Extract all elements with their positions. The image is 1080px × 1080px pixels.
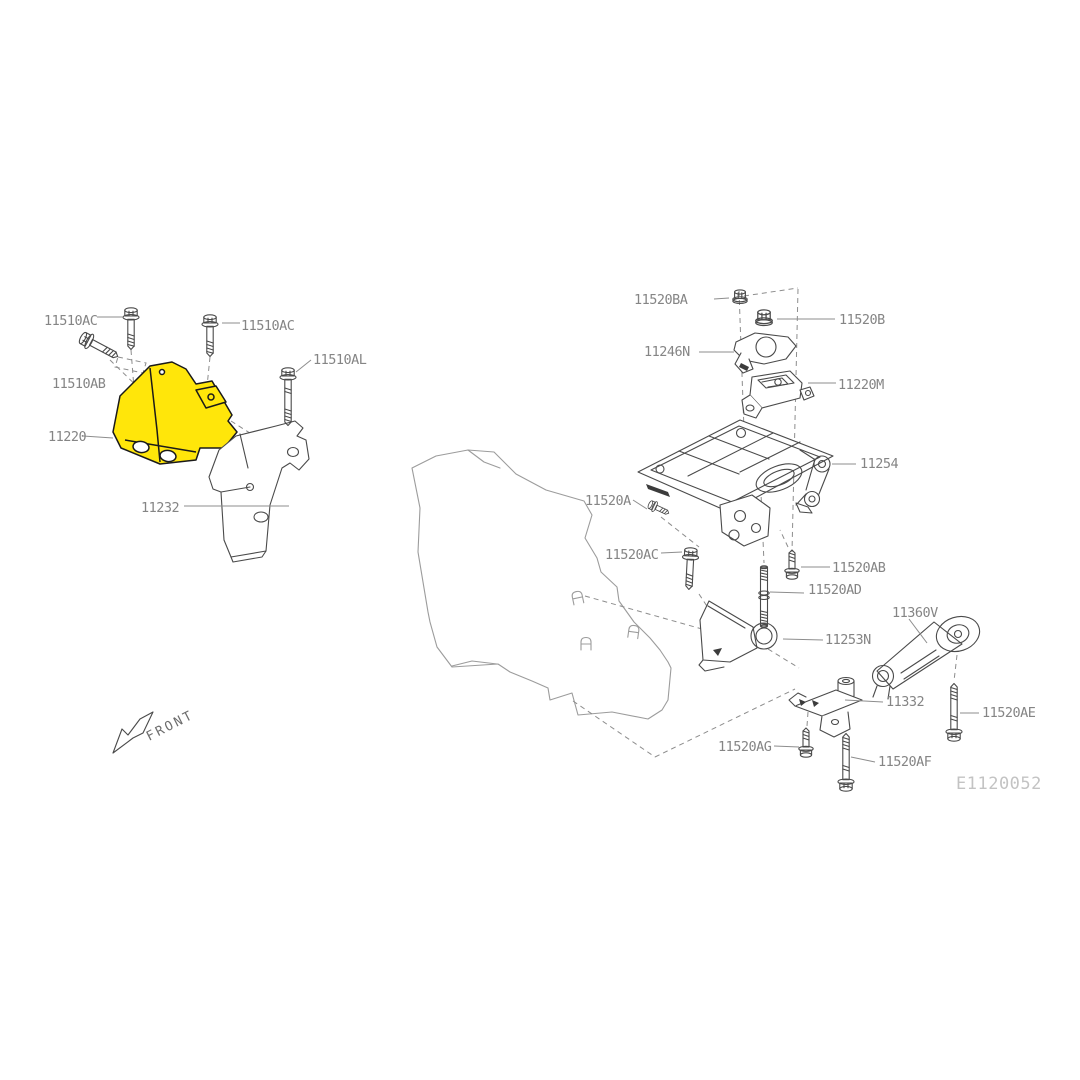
stud-11520ad — [758, 565, 770, 628]
part-11360v-torque-rod — [871, 615, 981, 700]
label-11520af: 11520AF — [878, 754, 932, 770]
nut-11520b — [755, 309, 773, 327]
label-11520ae: 11520AE — [982, 705, 1036, 721]
label-11510ac-2: 11510AC — [241, 318, 295, 334]
label-11253n: 11253N — [825, 632, 871, 648]
part-labels: 11510AC 11510AC 11510AB 11510AL 11220 11… — [44, 292, 1036, 770]
label-11360v: 11360V — [892, 605, 938, 621]
label-11520b: 11520B — [839, 312, 885, 328]
bolt-11520ae — [945, 682, 963, 742]
bolt-11520a — [646, 498, 672, 519]
label-11520ag: 11520AG — [718, 739, 772, 755]
front-arrow-icon — [112, 711, 154, 754]
label-11520a: 11520A — [585, 493, 631, 509]
nut-11520ba — [732, 289, 748, 305]
part-11332-bracket — [788, 676, 863, 738]
bolt-11520ab — [784, 549, 800, 580]
label-11246n: 11246N — [644, 344, 690, 360]
bolt-11510al — [279, 367, 297, 427]
bolt-11510ab — [76, 329, 122, 365]
label-11510ac-1: 11510AC — [44, 313, 98, 329]
diagram-code: E1120052 — [956, 774, 1042, 794]
bolt-11520ag — [798, 727, 814, 758]
front-direction-indicator: FRONT — [112, 708, 197, 754]
engine-clip-icon — [580, 636, 592, 651]
label-11520ad: 11520AD — [808, 582, 862, 598]
leader-lines — [82, 297, 979, 763]
label-11332: 11332 — [886, 694, 924, 710]
bolt-11520af — [837, 732, 855, 792]
label-11520ab: 11520AB — [832, 560, 886, 576]
label-11220m: 11220M — [838, 377, 884, 393]
engine-clip-icon — [570, 589, 585, 606]
label-11510al: 11510AL — [313, 352, 367, 368]
label-11232: 11232 — [141, 500, 179, 516]
label-11520ac: 11520AC — [605, 547, 659, 563]
label-11254: 11254 — [860, 456, 899, 472]
label-11220: 11220 — [48, 429, 87, 445]
label-11520ba: 11520BA — [634, 292, 688, 308]
part-11220m-mount — [741, 370, 815, 419]
part-11246n-bracket — [733, 332, 797, 374]
part-11232-bracket — [208, 420, 310, 563]
part-11253n-bracket — [698, 600, 778, 672]
engine-clip-icon — [627, 624, 640, 640]
bolt-11510ac-2 — [201, 314, 219, 358]
bolt-11520ac — [680, 546, 700, 591]
engine-block-outline — [411, 449, 672, 720]
label-11510ab: 11510AB — [52, 376, 106, 392]
part-11220-insulator-highlighted — [112, 361, 238, 465]
bolt-11510ac-1 — [122, 307, 140, 351]
part-11254-bracket-assembly — [637, 419, 834, 547]
